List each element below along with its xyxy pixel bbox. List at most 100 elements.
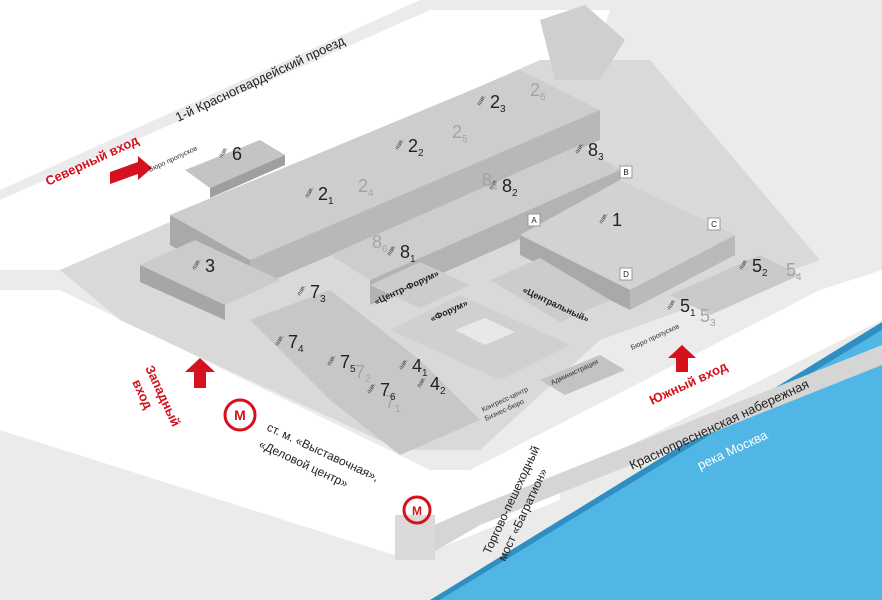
south-entrance-arrow: [668, 345, 696, 372]
road-embankment: [470, 270, 882, 500]
pavilion-prefix: пав.: [667, 298, 678, 311]
metro-icon-bridge: М: [402, 495, 432, 525]
building-pav6-side: [210, 155, 285, 198]
pavilion-prefix: пав.: [395, 138, 406, 151]
building-pav6: [185, 140, 285, 188]
bridge-bagration: [400, 345, 882, 560]
metro-icon-west: М: [223, 398, 257, 432]
building-tower: [540, 5, 625, 80]
pavilion-prefix: пав.: [599, 212, 610, 225]
pavilion-subnumber: 4: [796, 272, 802, 283]
pavilion-subnumber: 4: [492, 182, 498, 193]
pavilion-subnumber: 2: [418, 148, 424, 159]
pavilion-number: 7: [310, 282, 320, 302]
pavilion-subnumber: 3: [500, 104, 506, 115]
pavilion-number: 2: [490, 92, 500, 112]
pavilion-number: 2: [318, 184, 328, 204]
pavilion-subnumber: 2: [440, 386, 446, 397]
pavilion-subnumber: 5: [462, 134, 468, 145]
pavilion-number: 1: [612, 210, 622, 230]
building-pav2-roof: [170, 70, 600, 260]
pavilion-prefix: пав.: [417, 376, 428, 389]
svg-text:D: D: [623, 270, 629, 279]
corner-marker-d: D: [619, 267, 633, 281]
building-pav1-roof: [520, 180, 735, 290]
pavilion-number: 7: [355, 362, 365, 382]
west-entrance-arrow: [185, 358, 215, 388]
pavilion-subnumber: 1: [395, 404, 401, 415]
building-pav5: [670, 255, 800, 315]
pavilion-prefix: пав.: [192, 258, 203, 271]
pavilion-number: 7: [385, 392, 395, 412]
pavilion-number: 7: [288, 332, 298, 352]
pavilion-number: 5: [680, 296, 690, 316]
pavilion-number: 7: [340, 352, 350, 372]
building-pav1-front: [520, 235, 630, 310]
pavilion-subnumber: 5: [350, 364, 356, 375]
pavilion-prefix: пав.: [387, 244, 398, 257]
pavilion-subnumber: 1: [690, 308, 696, 319]
pavilion-number: 8: [372, 232, 382, 252]
pavilion-prefix: пав.: [399, 358, 410, 371]
pavilion-number: 4: [430, 374, 440, 394]
pavilion-prefix: пав.: [305, 186, 316, 199]
pavilion-number: 5: [752, 256, 762, 276]
building-pav4-group: [330, 360, 480, 455]
building-pav1-side: [630, 235, 735, 310]
building-centralny: [490, 258, 610, 322]
building-pav7-group: [250, 290, 420, 400]
svg-text:B: B: [623, 168, 628, 177]
corner-marker-b: B: [619, 165, 633, 179]
pavilion-subnumber: 2: [365, 374, 371, 385]
pavilion-subnumber: 6: [540, 92, 546, 103]
pavilion-number: 8: [482, 170, 492, 190]
building-pav8-roof: [330, 145, 620, 280]
pavilion-prefix: пав.: [297, 284, 308, 297]
pavilion-subnumber: 4: [298, 344, 304, 355]
building-pav3-front: [140, 265, 225, 320]
pavilion-number: 2: [358, 176, 368, 196]
north-entrance-arrow: [110, 156, 152, 184]
road-south-west: [0, 290, 560, 560]
pavilion-subnumber: 6: [382, 244, 388, 255]
pavilion-prefix: пав.: [327, 354, 338, 367]
pavilion-subnumber: 4: [368, 188, 374, 199]
pavilion-prefix: пав.: [219, 146, 230, 159]
pavilion-prefix: пав.: [477, 94, 488, 107]
pavilion-subnumber: 1: [422, 368, 428, 379]
pavilion-label-p1: пав.1: [599, 210, 622, 230]
corner-marker-c: C: [707, 217, 721, 231]
svg-text:A: A: [531, 216, 537, 225]
pavilion-number: 5: [700, 306, 710, 326]
building-centr-forum: [370, 262, 470, 308]
building-pav3-roof: [140, 240, 280, 305]
pavilion-subnumber: 2: [762, 268, 768, 279]
pavilion-subnumber: 1: [410, 254, 416, 265]
pavilion-number: 8: [400, 242, 410, 262]
pavilion-number: 4: [412, 356, 422, 376]
pavilion-prefix: пав.: [739, 258, 750, 271]
